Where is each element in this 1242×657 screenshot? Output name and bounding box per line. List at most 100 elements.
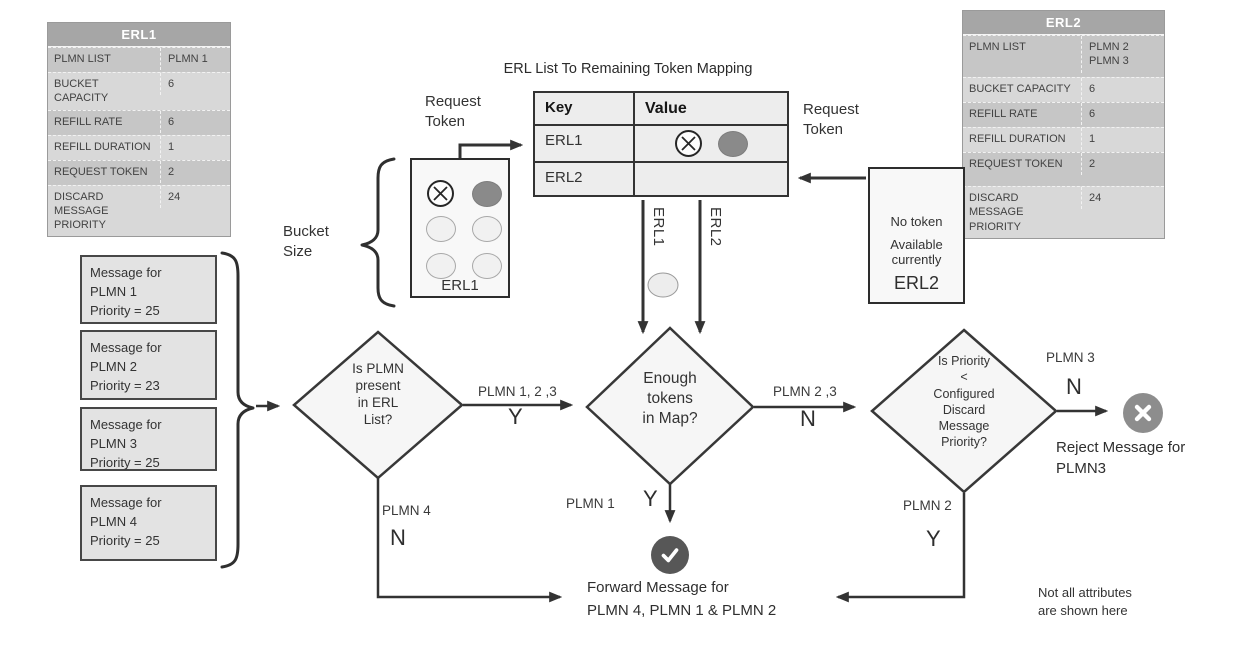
row-label: DISCARD MESSAGE PRIORITY [54,190,109,232]
edge-label-plmn4: PLMN 4 [382,503,431,518]
table-row: REFILL DURATION 1 [963,127,1164,152]
row-key: ERL2 [535,163,635,195]
edge-label-yes: Y [643,486,658,511]
erl1-config-table: ERL1 PLMN LIST PLMN 1 BUCKET CAPACITY 6 … [47,22,231,238]
no-token-erl-label: ERL2 [893,273,940,293]
edge-label-plmn123: PLMN 1, 2 ,3 [478,384,557,399]
empty-token-icon [472,216,502,242]
row-key: ERL1 [535,126,635,161]
row-label: BUCKET CAPACITY [969,83,1071,95]
message-box-plmn1: Message for PLMN 1 Priority = 25 [80,255,217,324]
table-row: REQUEST TOKEN 2 [963,152,1164,186]
table-row: REFILL RATE 6 [48,109,230,135]
forward-message-text: Forward Message for PLMN 4, PLMN 1 & PLM… [587,579,777,619]
row-value: PLMN 2 PLMN 3 [1081,36,1164,73]
bucket-label: ERL1 [441,277,479,294]
edge-label-plmn23: PLMN 2 ,3 [773,384,837,399]
row-label: REFILL RATE [54,115,123,128]
message-box-plmn2: Message for PLMN 2 Priority = 23 [80,330,217,400]
row-value: 24 [1081,187,1164,210]
drop-label-erl1: ERL1 [650,207,667,247]
crossed-token-icon [427,180,454,207]
row-label: BUCKET CAPACITY [54,78,109,105]
edge-label-yes: Y [926,526,941,551]
row-label: REFILL DURATION [54,140,151,153]
row-value: PLMN 1 [160,48,230,71]
messages-brace [220,251,255,569]
row-label: REFILL RATE [969,108,1038,120]
empty-token-icon [472,253,502,279]
erl2-config-table: ERL2 PLMN LIST PLMN 2 PLMN 3 BUCKET CAPA… [962,10,1165,239]
table-row: DISCARD MESSAGE PRIORITY 24 [48,184,230,237]
row-label: DISCARD MESSAGE PRIORITY [969,192,1024,233]
table-row: PLMN LIST PLMN 2 PLMN 3 [963,35,1164,77]
reject-message-text: Reject Message for PLMN3 [1056,439,1186,477]
attributes-note: Not all attributes are shown here [1038,585,1132,619]
mapping-row-erl2: ERL2 [535,161,787,195]
crossed-token-icon [674,130,702,157]
empty-token-icon [647,272,679,298]
edge-label-no: N [1066,374,1082,399]
mapping-table-title: ERL List To Remaining Token Mapping [503,61,753,77]
mapping-row-erl1: ERL1 [535,124,787,161]
table-row: DISCARD MESSAGE PRIORITY 24 [963,186,1164,238]
reject-cross-icon [1123,393,1163,433]
edge-label-plmn2: PLMN 2 [903,498,952,513]
empty-token-icon [426,216,456,242]
no-token-line: currently [891,252,942,267]
row-value: 2 [1081,153,1164,176]
forward-check-icon [651,536,689,574]
row-value: 2 [160,160,230,183]
message-box-plmn4: Message for PLMN 4 Priority = 25 [80,485,217,561]
row-label: PLMN LIST [54,53,111,65]
row-label: REQUEST TOKEN [969,158,1063,170]
edge-label-yes: Y [508,404,523,429]
row-value: 1 [1081,128,1164,151]
table-row: REFILL DURATION 1 [48,134,230,160]
bucket-size-label: Bucket Size [283,223,329,260]
erl1-table-title: ERL1 [48,23,230,47]
row-value: 6 [1081,103,1164,126]
request-token-label-left: Request Token [425,93,481,131]
no-token-line: Available [890,237,943,252]
erl1-token-bucket: ERL1 [410,158,510,298]
edge-label-plmn3: PLMN 3 [1046,350,1095,365]
row-label: REQUEST TOKEN [54,165,148,178]
value-column-header: Value [645,99,687,117]
decision-priority-text: Is Priority < Configured Discard Message… [933,354,995,450]
erl2-table-title: ERL2 [963,11,1164,35]
row-value: 24 [160,185,230,208]
row-value-tokens [635,126,787,161]
arrow-bucket-to-map [458,139,524,160]
row-label: REFILL DURATION [969,133,1066,145]
table-row: PLMN LIST PLMN 1 [48,47,230,72]
row-value: 6 [160,73,230,96]
decision-enough-tokens-text: Enough tokens in Map? [642,370,698,428]
row-value-empty [635,163,787,195]
no-token-line: No token [890,214,943,229]
table-row: BUCKET CAPACITY 6 [963,77,1164,102]
table-row: REQUEST TOKEN 2 [48,159,230,185]
edge-label-plmn1: PLMN 1 [566,496,615,511]
edge-label-no: N [390,525,406,550]
row-value: 1 [160,135,230,158]
bucket-size-brace [360,157,396,308]
row-value: 6 [160,110,230,133]
request-token-label-right: Request Token [803,101,859,139]
arrow-d3-yes-to-forward [835,493,966,603]
row-label: PLMN LIST [969,41,1026,53]
edge-label-no: N [800,406,816,431]
row-value: 6 [1081,78,1164,101]
mapping-header-row: Key Value [535,93,787,124]
drop-label-erl2: ERL2 [707,207,724,247]
filled-token-icon [717,130,748,157]
key-column-header: Key [535,93,635,124]
no-token-box: No token Available currently ERL2 [868,167,965,304]
erl-token-mapping-table: Key Value ERL1 ERL2 [533,91,789,197]
decision-priority-shape [870,328,1058,494]
empty-token-icon [426,253,456,279]
arrow-d1-no-to-forward [376,478,563,603]
filled-token-icon [472,181,502,207]
